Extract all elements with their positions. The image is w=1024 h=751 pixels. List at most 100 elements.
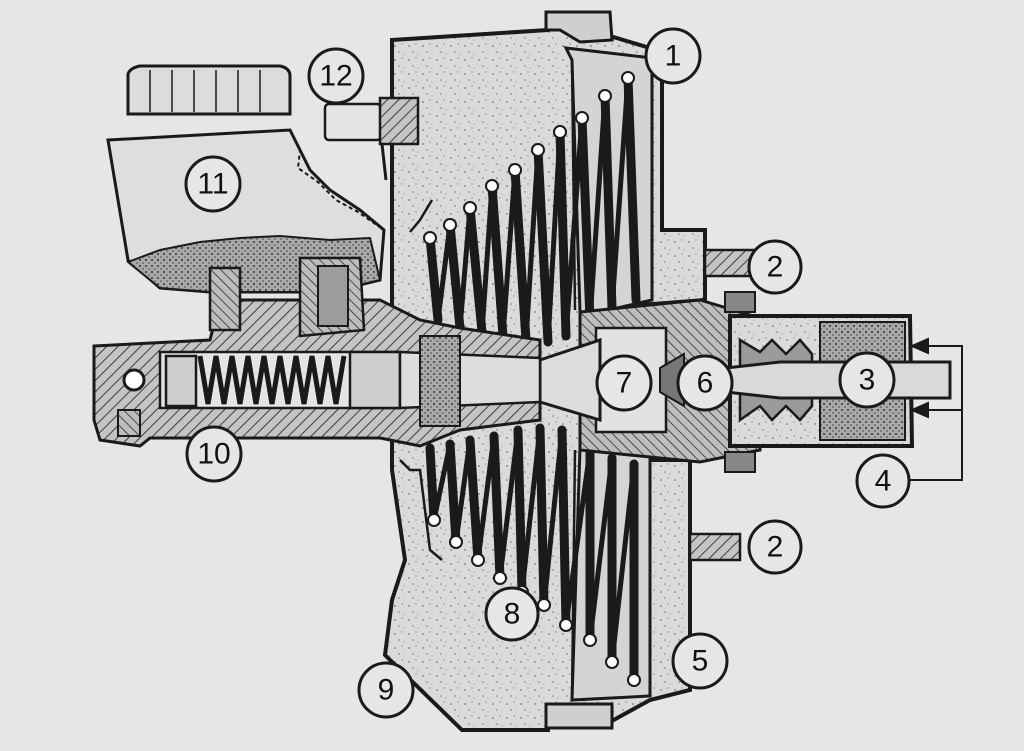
- check-valve-nut: [378, 96, 420, 146]
- housing-front-flange: [544, 10, 614, 44]
- callout-circle: [747, 239, 803, 295]
- callout-label: 9: [378, 674, 395, 707]
- housing-rear-flange: [544, 702, 614, 730]
- coil-dot-u1: [423, 231, 437, 245]
- coil-dot-l4: [493, 571, 507, 585]
- coil-dot-u10: [621, 71, 635, 85]
- callout-label: 5: [692, 645, 709, 678]
- coil-dot-u2: [443, 218, 457, 232]
- callout-label: 2: [767, 251, 784, 284]
- mounting-studs: [688, 248, 757, 562]
- callout-11: 11: [184, 155, 242, 213]
- callout-label: 1: [665, 40, 682, 73]
- callout-circle: [838, 351, 896, 409]
- outlet-port: [117, 409, 141, 437]
- reaction-disc: [659, 352, 685, 408]
- coil-dot-u3: [463, 201, 477, 215]
- callout-circle: [484, 586, 540, 642]
- bleed-fitting: [122, 368, 146, 392]
- callout-1: 1: [644, 27, 702, 85]
- return-spring-lower: [425, 423, 639, 685]
- front-shell-upper-lip: [409, 199, 434, 233]
- callout-label: 10: [197, 438, 230, 471]
- callout-5: 5: [671, 632, 729, 690]
- callout-label: 12: [319, 60, 352, 93]
- stud-top: [703, 248, 757, 278]
- spring-coil-u1: [425, 233, 443, 325]
- callout-label: 7: [616, 367, 633, 400]
- secondary-piston: [164, 354, 198, 408]
- check-valve-stem: [380, 143, 388, 181]
- callout-9: 9: [357, 661, 415, 719]
- callout-label: 6: [697, 367, 714, 400]
- spring-zig-u: [435, 75, 631, 343]
- callout-2-bottom: 2: [747, 519, 803, 575]
- reservoir-outlet-left: [208, 266, 242, 332]
- coil-dot-l9: [605, 655, 619, 669]
- callout-10: 10: [185, 425, 243, 483]
- arrowhead-top: [909, 337, 929, 355]
- coil-dot-u4: [485, 179, 499, 193]
- callout-label: 8: [504, 598, 521, 631]
- coil-dot-u8: [575, 111, 589, 125]
- spring-coil-l1: [425, 443, 439, 525]
- check-valve-body: [323, 102, 383, 142]
- fluid-reservoir: [106, 64, 386, 338]
- coil-dot-l8: [583, 633, 597, 647]
- callout-7: 7: [595, 354, 653, 412]
- reservoir-grommet: [317, 265, 349, 327]
- coil-dot-l7: [559, 618, 573, 632]
- callout-label: 11: [197, 168, 228, 201]
- stud-nut-bottom: [724, 451, 756, 473]
- primary-piston: [348, 350, 402, 410]
- vacuum-check-valve: [323, 96, 420, 181]
- callout-circle: [185, 425, 243, 483]
- callout-12: 12: [307, 47, 365, 105]
- coil-dot-u7: [553, 125, 567, 139]
- seal-pack: [419, 335, 461, 427]
- coil-dot-l3: [471, 553, 485, 567]
- coil-dot-l6: [537, 598, 551, 612]
- callout-label: 2: [767, 531, 784, 564]
- master-cylinder: [92, 298, 542, 448]
- stud-nut-top: [724, 291, 756, 313]
- spring-zig-l: [431, 427, 637, 663]
- cap-ribs: [149, 70, 261, 112]
- reservoir-cutaway-edge: [289, 129, 385, 231]
- coil-dot-u5: [508, 163, 522, 177]
- callout-circle: [184, 155, 242, 213]
- callout-2-top: 2: [747, 239, 803, 295]
- coil-dot-u6: [531, 143, 545, 157]
- callout-circle: [676, 354, 734, 412]
- stud-bottom: [688, 532, 742, 562]
- callout-circle: [307, 47, 365, 105]
- airflow-line: [905, 345, 963, 481]
- callout-circle: [357, 661, 415, 719]
- valve-body: [538, 298, 952, 464]
- coil-dot-l1: [427, 513, 441, 527]
- spring-coil-dots: [423, 71, 641, 687]
- callout-label: 4: [875, 465, 892, 498]
- callout-label: 3: [859, 364, 876, 397]
- master-cylinder-spring: [197, 355, 347, 405]
- callout-circle: [595, 354, 653, 412]
- callout-circle: [855, 453, 911, 509]
- front-shell-inner-lip: [399, 459, 443, 561]
- callout-3: 3: [838, 351, 896, 409]
- spring-coil-u10: [623, 73, 641, 305]
- arrowhead-mid: [909, 401, 929, 419]
- callout-4: 4: [855, 453, 911, 509]
- callout-circle: [671, 632, 729, 690]
- coil-dot-l2: [449, 535, 463, 549]
- callout-8: 8: [484, 586, 540, 642]
- coil-dot-u9: [598, 89, 612, 103]
- return-spring-upper: [425, 73, 641, 347]
- diaphragm-plate-line-top: [570, 61, 577, 311]
- airflow-arrows: [905, 337, 963, 481]
- coil-dot-l10: [627, 673, 641, 687]
- callout-circle: [644, 27, 702, 85]
- reservoir-cap: [126, 64, 292, 116]
- callout-6: 6: [676, 354, 734, 412]
